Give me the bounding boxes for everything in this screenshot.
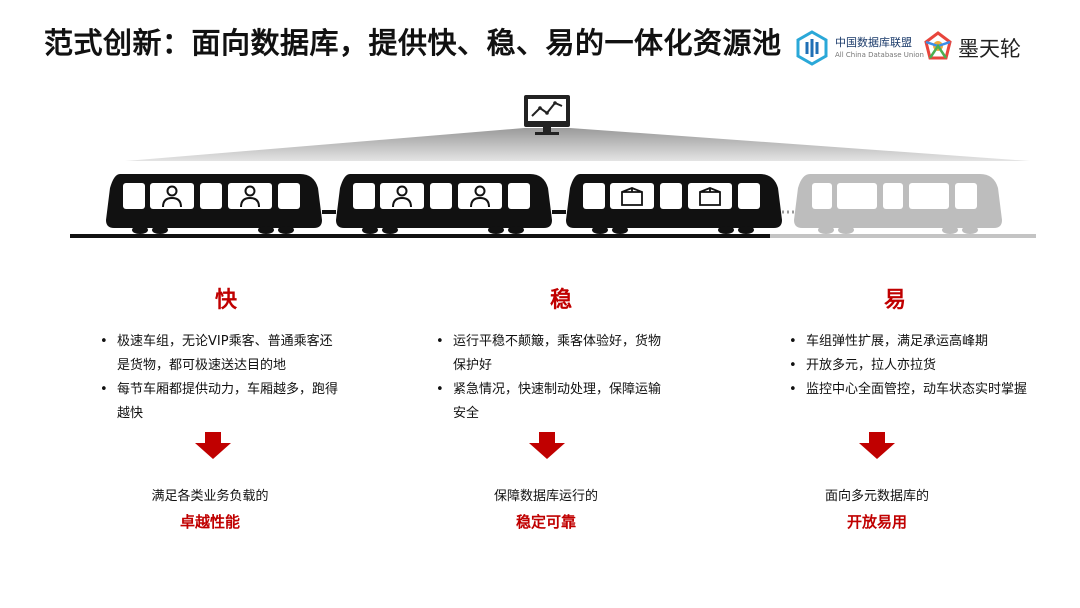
cdu-logo-icon: [796, 30, 828, 66]
summary-line: 保障数据库运行的: [493, 489, 598, 504]
bullet-item: 每节车厢都提供动力，车厢越多，跑得越快: [100, 378, 340, 426]
down-arrow-icon: [859, 432, 895, 459]
bullet-item: 开放多元，拉人亦拉货: [789, 354, 1029, 378]
bullet-item: 运行平稳不颠簸，乘客体验好，货物保护好: [436, 330, 666, 378]
summary-highlight: 开放易用: [846, 513, 907, 531]
bullet-item: 监控中心全面管控，动车状态实时掌握: [789, 378, 1029, 402]
bullet-item: 车组弹性扩展，满足承运高峰期: [789, 330, 1029, 354]
down-arrow-icon: [195, 432, 231, 459]
person-icon: [470, 185, 490, 208]
cargo-box-icon: [699, 187, 721, 206]
feature-column-easy: 易 车组弹性扩展，满足承运高峰期 开放多元，拉人亦拉货 监控中心全面管控，动车状…: [753, 282, 1073, 531]
summary-highlight: 稳定可靠: [515, 513, 576, 531]
train-scene: [70, 95, 1036, 238]
summary-line: 面向多元数据库的: [824, 489, 929, 504]
summary-highlight: 卓越性能: [179, 513, 240, 531]
column-heading: 易: [883, 288, 906, 313]
bullet-list: 车组弹性扩展，满足承运高峰期 开放多元，拉人亦拉货 监控中心全面管控，动车状态实…: [789, 330, 1029, 402]
train-car-expansion: [794, 174, 1002, 234]
monitor-icon: [524, 95, 570, 135]
bullet-list: 极速车组，无论VIP乘客、普通乘客还是货物，都可极速送达目的地 每节车厢都提供动…: [100, 330, 340, 426]
train-car-passenger-1: [106, 174, 322, 234]
feature-column-stable: 稳 运行平稳不颠簸，乘客体验好，货物保护好 紧急情况，快速制动处理，保障运输安全…: [416, 282, 736, 531]
train-car-passenger-2: [336, 174, 552, 234]
modb-logo: 墨天轮: [922, 30, 1042, 66]
person-icon: [162, 185, 182, 208]
bullet-item: 紧急情况，快速制动处理，保障运输安全: [436, 378, 666, 426]
modb-logo-cn: 墨天轮: [958, 37, 1021, 61]
bullet-item: 极速车组，无论VIP乘客、普通乘客还是货物，都可极速送达目的地: [100, 330, 340, 378]
column-heading: 快: [214, 288, 237, 313]
person-icon: [392, 185, 412, 208]
cdu-logo-cn: 中国数据库联盟: [835, 36, 912, 49]
person-icon: [240, 185, 260, 208]
cdu-logo-en: All China Database Union: [835, 51, 924, 59]
bullet-list: 运行平稳不颠簸，乘客体验好，货物保护好 紧急情况，快速制动处理，保障运输安全: [436, 330, 666, 426]
monitor-beam: [125, 128, 1030, 161]
cargo-box-icon: [621, 187, 643, 206]
cdu-logo: 中国数据库联盟 All China Database Union: [795, 30, 924, 66]
summary-line: 满足各类业务负载的: [151, 489, 269, 504]
column-heading: 稳: [549, 288, 572, 313]
page-title: 范式创新：面向数据库，提供快、稳、易的一体化资源池: [44, 26, 782, 60]
modb-logo-icon: [924, 31, 952, 60]
down-arrow-icon: [529, 432, 565, 459]
feature-column-fast: 快 极速车组，无论VIP乘客、普通乘客还是货物，都可极速送达目的地 每节车厢都提…: [82, 282, 402, 531]
train-car-cargo: [566, 174, 782, 234]
